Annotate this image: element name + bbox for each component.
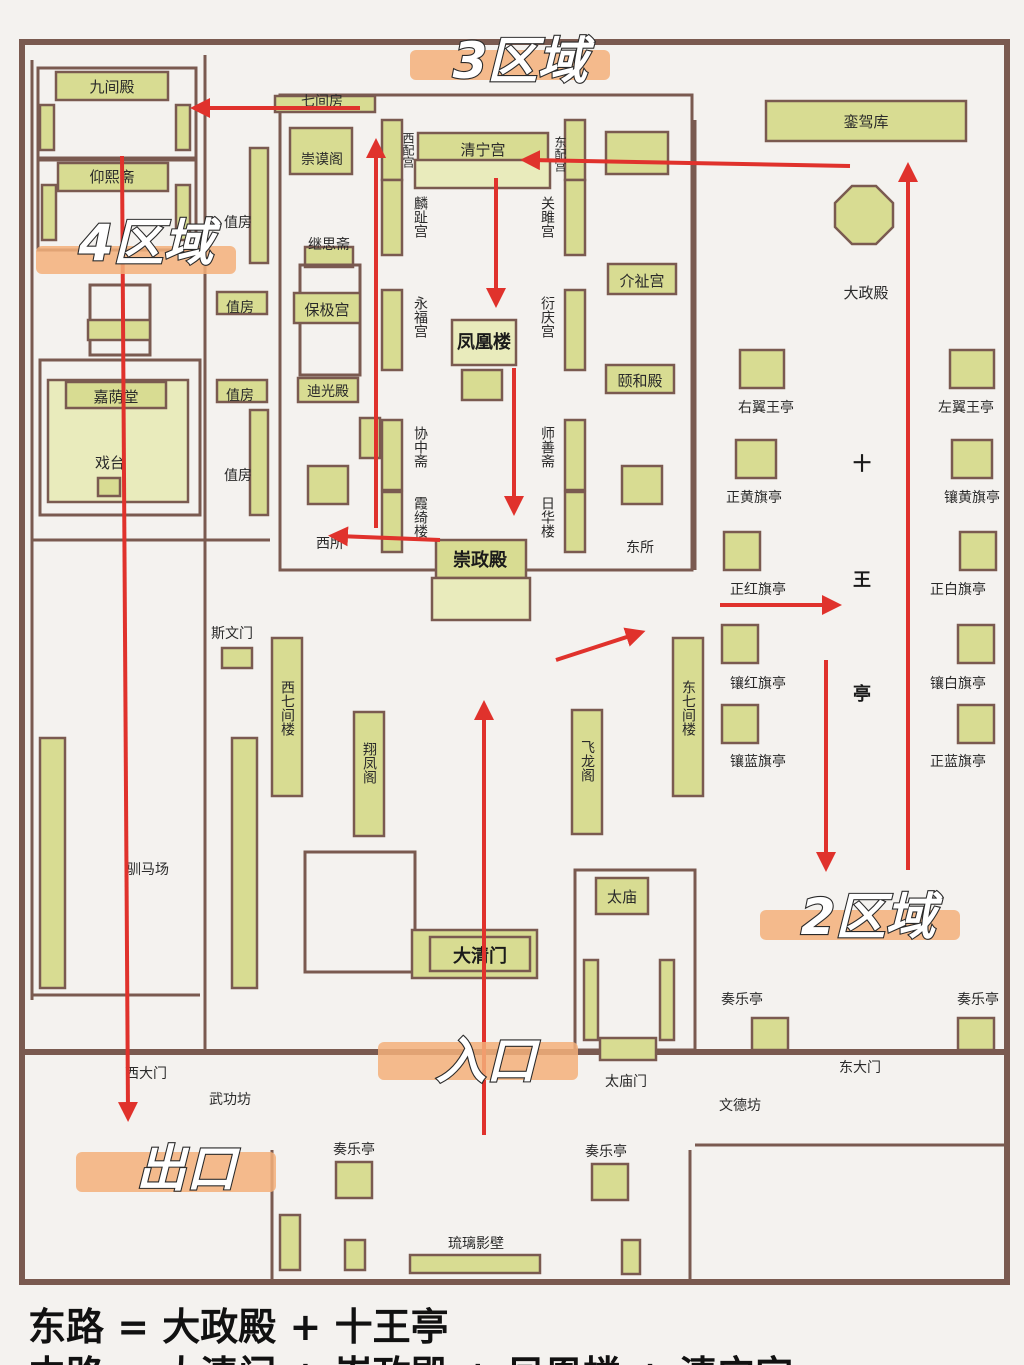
route-arrow-to-west xyxy=(328,526,441,547)
label-zhengbaiqiting: 正白旗亭 xyxy=(930,581,986,598)
label-taimiao: 太庙 xyxy=(607,888,637,906)
vertical-labels: 西配宫 东配宫 麟趾宫 关雎宫 永福宫 衍庆宫 协中斋 师善斋 霞绮楼 日华楼 … xyxy=(279,132,696,784)
label-songxunge: 崇谟阁 xyxy=(301,152,343,168)
label-zhifang-1: 值房 xyxy=(226,300,254,316)
label-daqingmen: 大清门 xyxy=(453,945,507,967)
label-zhenghongqiting: 正红旗亭 xyxy=(730,581,786,598)
route-arrow-to-qingninggong xyxy=(520,150,851,171)
exit-label: 出口 xyxy=(136,1140,240,1198)
label-xiaqizhai: 霞绮楼 xyxy=(412,496,428,538)
label-zouleting-3: 奏乐亭 xyxy=(333,1141,375,1158)
label-xipeigong: 西配宫 xyxy=(401,132,415,169)
label-dongdamen: 东大门 xyxy=(839,1060,881,1076)
label-xianghuangqiting: 镶黄旗亭 xyxy=(944,489,1000,506)
label-zouleting-4: 奏乐亭 xyxy=(585,1143,627,1160)
label-zhenghuangqiting: 正黄旗亭 xyxy=(726,489,782,506)
label-yanqinggong: 衍庆宫 xyxy=(539,296,555,338)
map-canvas: 九间殿 仰熙斋 七间房 崇谟阁 清宁宫 銮驾库 大政殿 值房 值房 继思斋 保极… xyxy=(19,31,1010,1285)
zone-tags: 3区域 4区域 2区域 入口 出口 xyxy=(36,31,960,1199)
route-arrow-to-exit xyxy=(117,155,138,1122)
label-shiwang-wang: 王 xyxy=(853,570,871,591)
label-diguangdian: 迪光殿 xyxy=(307,384,349,400)
ten-kings-courtyard xyxy=(720,99,998,745)
south-area xyxy=(38,636,996,1276)
label-jieshigong: 介祉宫 xyxy=(619,272,664,290)
label-taimiaomen: 太庙门 xyxy=(605,1074,647,1090)
label-siwenmen: 斯文门 xyxy=(211,626,253,642)
caption-east-route: 东路 = 大政殿 + 十王亭 xyxy=(28,1305,449,1349)
label-xitai: 戏台 xyxy=(95,454,125,472)
label-linzhigong: 麟趾宫 xyxy=(412,196,428,238)
label-zouleting-2: 奏乐亭 xyxy=(957,991,999,1008)
label-chongzhengdian: 崇政殿 xyxy=(453,549,508,571)
label-rihualou: 日华楼 xyxy=(539,496,555,538)
label-zhifang-3: 值房 xyxy=(224,468,252,484)
caption-central-route: 中路 = 大清门 + 崇政殿 + 凤凰楼 + 清宁宫 xyxy=(28,1344,793,1365)
label-zouleting-1: 奏乐亭 xyxy=(721,991,763,1008)
label-xiangfengge: 翔凤阁 xyxy=(361,742,377,784)
label-guanjugong: 关雎宫 xyxy=(539,196,555,238)
label-dongqijianlou: 东七间楼 xyxy=(680,680,696,736)
outer-walls xyxy=(19,39,1010,1285)
label-shiwang-shi: 十 xyxy=(853,453,871,475)
label-zhifang-2: 值房 xyxy=(226,388,254,404)
label-xianghongqiting: 镶红旗亭 xyxy=(730,675,786,692)
label-xunmachang: 驯马场 xyxy=(127,862,169,878)
label-zuoyiwangting: 左翼王亭 xyxy=(938,399,994,416)
zone-2-label: 2区域 xyxy=(801,888,944,946)
label-zhenglanqiting: 正蓝旗亭 xyxy=(930,753,986,770)
west-courtyard xyxy=(36,66,270,517)
label-shiwang-ting: 亭 xyxy=(853,683,871,705)
label-baojigong: 保极宫 xyxy=(304,301,349,319)
label-luanjiaku: 銮驾库 xyxy=(843,113,888,131)
label-yongfugong: 永福宫 xyxy=(412,296,428,338)
labels: 九间殿 仰熙斋 七间房 崇谟阁 清宁宫 銮驾库 大政殿 值房 值房 继思斋 保极… xyxy=(89,78,1000,1252)
label-shishanzhai: 师善斋 xyxy=(539,426,555,468)
label-jiayintang: 嘉荫堂 xyxy=(93,388,138,406)
label-fenghuanglou: 凤凰楼 xyxy=(457,331,511,353)
label-xiezhongzhai: 协中斋 xyxy=(412,426,428,468)
route-arrow-to-east xyxy=(555,627,646,662)
label-qingninggong: 清宁宫 xyxy=(460,141,505,159)
zone-4-label: 4区域 xyxy=(78,214,222,272)
label-feilongge: 飞龙阁 xyxy=(579,740,595,782)
label-dongsuo: 东所 xyxy=(626,540,654,556)
label-zhiren: 值房 xyxy=(224,215,252,231)
label-yangxizhai: 仰熙斋 xyxy=(89,168,134,186)
zone-3-label: 3区域 xyxy=(453,32,596,90)
label-xiangbaiqiting: 镶白旗亭 xyxy=(930,675,986,692)
label-yiheidian: 颐和殿 xyxy=(617,372,662,390)
entrance-label: 入口 xyxy=(436,1032,540,1090)
label-xidamen: 西大门 xyxy=(125,1066,167,1082)
label-jisizhai: 继思斋 xyxy=(308,236,350,253)
label-dongpeigong: 东配宫 xyxy=(553,136,567,173)
label-wugongfang: 武功坊 xyxy=(209,1092,251,1108)
label-xianglanqiting: 镶蓝旗亭 xyxy=(730,753,786,770)
label-liuliyingbi: 琉璃影壁 xyxy=(448,1235,504,1252)
label-youyiwangting: 右翼王亭 xyxy=(738,399,794,416)
label-dazhengdian: 大政殿 xyxy=(843,284,888,302)
label-xiqijianlou: 西七间楼 xyxy=(279,680,295,736)
label-jiujiandian: 九间殿 xyxy=(89,78,134,96)
label-xisuo: 西所 xyxy=(316,536,344,552)
label-wendefang: 文德坊 xyxy=(719,1098,761,1114)
